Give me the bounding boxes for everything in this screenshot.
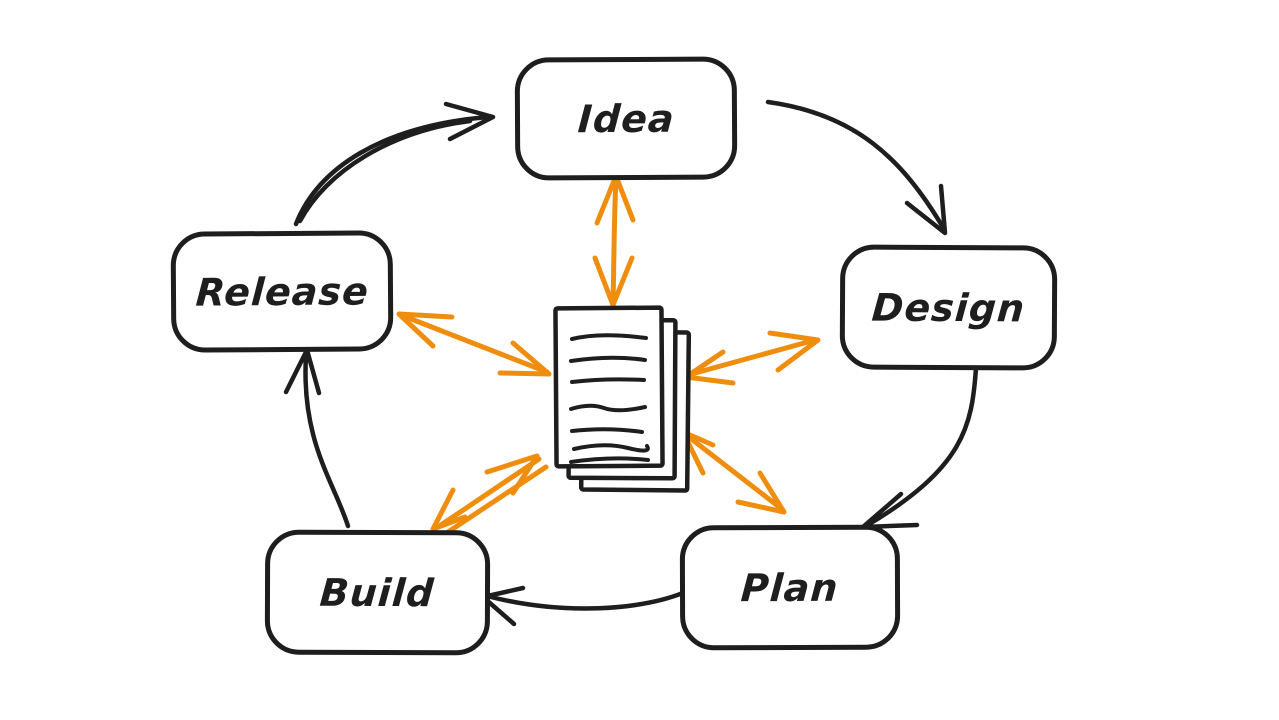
node-release: Release <box>170 230 394 353</box>
arrow-plan-to-build <box>480 585 695 627</box>
doc-arrow-plan <box>680 429 787 515</box>
node-design: Design <box>839 244 1058 371</box>
node-release-label: Release <box>194 268 370 315</box>
node-plan-label: Plan <box>739 565 841 610</box>
node-plan: Plan <box>679 524 901 651</box>
node-build: Build <box>264 529 491 656</box>
doc-arrow-release <box>396 311 552 377</box>
arrow-release-to-idea <box>293 101 496 227</box>
node-idea: Idea <box>514 56 738 181</box>
doc-arrow-idea <box>592 173 636 308</box>
node-idea-label: Idea <box>576 96 676 141</box>
node-build-label: Build <box>318 570 437 615</box>
node-design-label: Design <box>870 285 1027 330</box>
arrow-design-to-plan <box>860 365 979 530</box>
arrow-idea-to-design <box>765 99 948 236</box>
doc-arrow-design <box>683 330 821 386</box>
arrow-build-to-release <box>283 347 351 529</box>
doc-arrow-build <box>430 453 549 537</box>
document-stack-icon <box>553 305 692 493</box>
